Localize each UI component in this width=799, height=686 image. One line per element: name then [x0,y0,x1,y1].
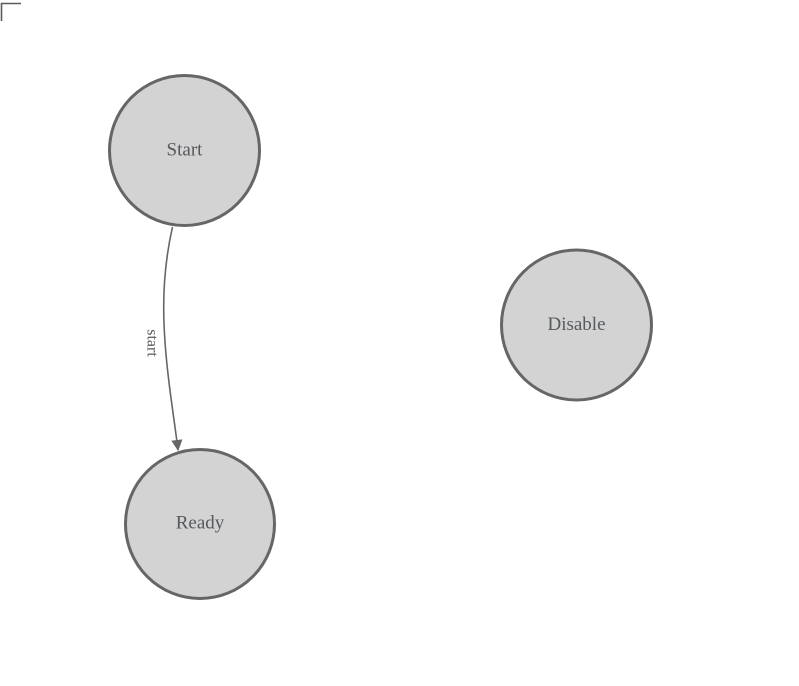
node-ready-circle [124,448,276,600]
edge-path [162,226,183,452]
node-disable-label: Disable [547,314,605,335]
edge-start-to-ready[interactable]: start [143,226,183,452]
node-disable[interactable]: Disable [500,248,653,402]
node-disable-circle [500,248,653,402]
corner-mark [0,2,21,21]
node-ready[interactable]: Ready [124,448,276,600]
node-start-circle [108,74,261,227]
node-ready-label: Ready [176,512,225,533]
node-start[interactable]: Start [108,74,261,227]
edge-label-start: start [143,329,160,357]
node-start-label: Start [167,139,204,160]
